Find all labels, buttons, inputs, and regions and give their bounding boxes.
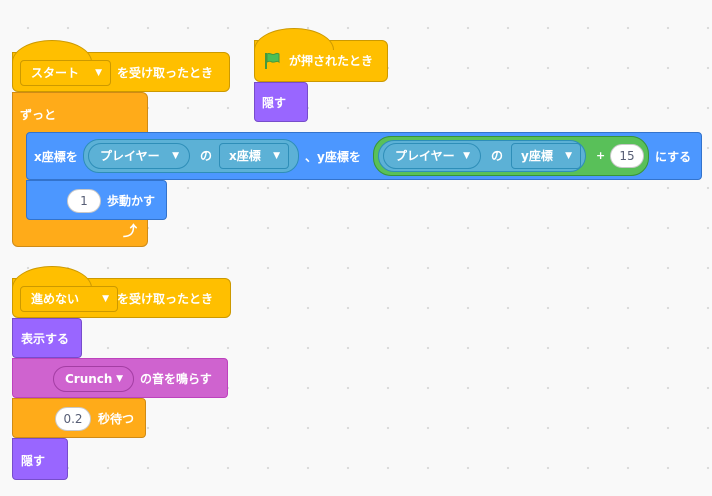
y-of-label: の [491, 149, 504, 163]
hide-label: 隠す [21, 454, 46, 468]
wait-block[interactable]: 0.2 秒待つ [12, 398, 146, 438]
play-sound-block[interactable]: Crunch ▼ の音を鳴らす [12, 358, 228, 398]
y-of-sensing-reporter[interactable]: プレイヤー ▼ の y座標 ▼ [378, 140, 586, 172]
hat-label: を受け取ったとき [117, 292, 214, 306]
when-i-receive-start-hat[interactable]: スタート ▼ を受け取ったとき [12, 40, 230, 92]
sound-value: Crunch [65, 372, 113, 386]
hide-block[interactable]: 隠す [254, 82, 308, 122]
go-to-suffix-label: にする [655, 150, 692, 164]
x-of-label: の [200, 149, 213, 163]
move-label: 歩動かす [107, 194, 156, 208]
x-sprite-dropdown[interactable]: プレイヤー ▼ [88, 143, 190, 169]
hat-label: が押されたとき [289, 54, 374, 68]
x-sprite-value: プレイヤー [100, 149, 160, 163]
go-to-y-label: 、y座標を [305, 150, 361, 164]
wait-seconds-input[interactable]: 0.2 [55, 407, 91, 431]
y-attribute-dropdown[interactable]: y座標 ▼ [511, 143, 581, 169]
x-attribute-dropdown[interactable]: x座標 ▼ [219, 143, 289, 169]
chevron-down-icon: ▼ [116, 374, 123, 384]
go-to-x-label: x座標を [34, 150, 78, 164]
forever-label: ずっと [20, 108, 57, 122]
chevron-down-icon: ▼ [102, 294, 109, 304]
go-to-xy-block[interactable]: x座標を プレイヤー ▼ の x座標 ▼ 、y座標を プレイヤー ▼ の y座標… [26, 132, 702, 180]
chevron-down-icon: ▼ [565, 151, 572, 161]
chevron-down-icon: ▼ [463, 151, 470, 161]
show-label: 表示する [21, 332, 70, 346]
green-flag-icon [263, 52, 281, 74]
y-sprite-value: プレイヤー [395, 149, 455, 163]
x-attribute-value: x座標 [229, 149, 261, 163]
hat-label: を受け取ったとき [117, 66, 214, 80]
message-dropdown[interactable]: 進めない ▼ [20, 286, 118, 312]
loop-arrow-icon: ⤴ [123, 224, 137, 240]
when-i-receive-blocked-hat[interactable]: 進めない ▼ を受け取ったとき [12, 266, 231, 318]
x-of-sensing-reporter[interactable]: プレイヤー ▼ の x座標 ▼ [83, 139, 299, 173]
y-attribute-value: y座標 [521, 149, 553, 163]
sound-dropdown[interactable]: Crunch ▼ [53, 366, 134, 392]
chevron-down-icon: ▼ [172, 151, 179, 161]
message-dropdown-value: 進めない [31, 292, 80, 306]
message-dropdown-value: スタート [31, 66, 80, 80]
y-sprite-dropdown[interactable]: プレイヤー ▼ [383, 143, 481, 169]
steps-input[interactable]: 1 [67, 189, 101, 213]
play-sound-label: の音を鳴らす [140, 372, 212, 386]
hide-label: 隠す [262, 96, 287, 110]
add-operator-reporter[interactable]: プレイヤー ▼ の y座標 ▼ + 15 [373, 136, 649, 176]
when-flag-clicked-hat[interactable]: が押されたとき [254, 28, 388, 82]
hat-cap [12, 40, 92, 62]
move-steps-block[interactable]: 1 歩動かす [26, 180, 167, 220]
hat-cap [254, 28, 334, 50]
hide-block[interactable]: 隠す [12, 438, 68, 480]
chevron-down-icon: ▼ [273, 151, 280, 161]
plus-label: + [596, 149, 606, 162]
hat-cap [12, 266, 92, 288]
addend-input[interactable]: 15 [610, 144, 644, 168]
show-block[interactable]: 表示する [12, 318, 82, 358]
message-dropdown[interactable]: スタート ▼ [20, 60, 111, 86]
chevron-down-icon: ▼ [95, 68, 102, 78]
wait-label: 秒待つ [98, 412, 135, 426]
